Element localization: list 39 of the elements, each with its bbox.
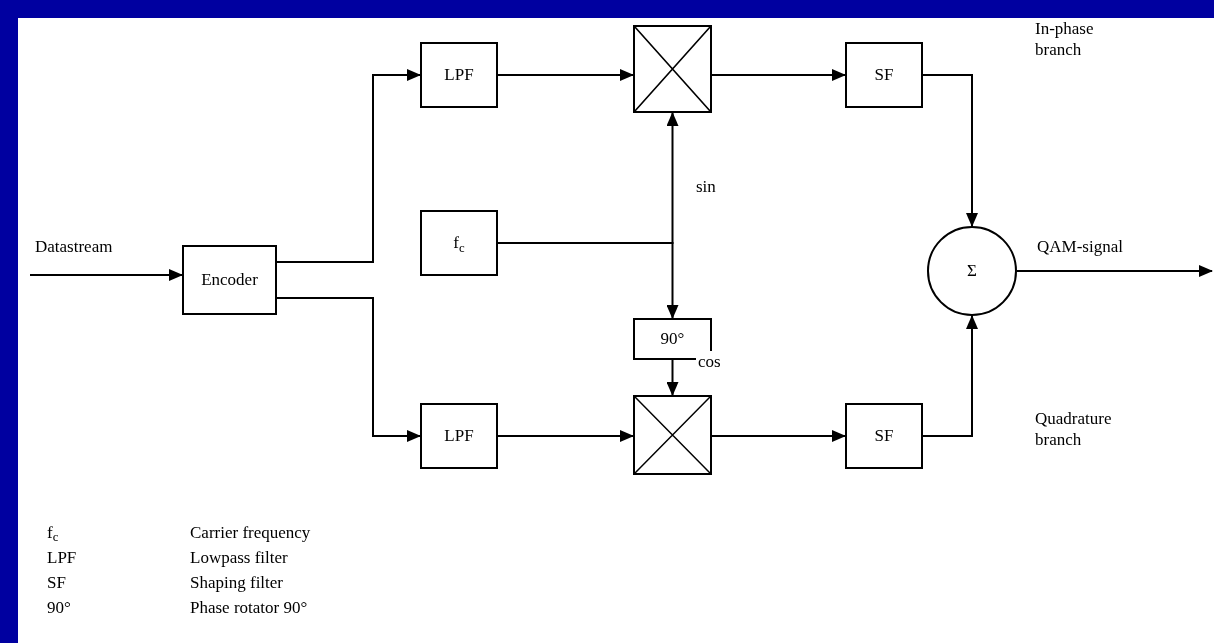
arrow (666, 359, 679, 396)
block-box (182, 245, 277, 315)
block-label: Encoder (201, 269, 258, 291)
arrow (29, 269, 183, 281)
arrow (922, 315, 978, 437)
block-box (420, 210, 498, 276)
arrow (711, 430, 846, 442)
branch-label: Quadrature branch (1035, 408, 1113, 451)
block-box (845, 42, 923, 108)
block-box (420, 42, 498, 108)
block-label: Σ (967, 260, 977, 282)
block-label: LPF (444, 425, 474, 447)
definition-text: Carrier frequency (190, 522, 312, 544)
branch-label: In-phase branch (1035, 18, 1095, 61)
block-label: f$_{c}$ (453, 232, 465, 254)
arrow (497, 242, 679, 319)
abbreviation-text: LPF (47, 547, 78, 569)
abbreviation-text: SF (47, 572, 67, 594)
arrow (276, 297, 421, 442)
block-box (845, 403, 923, 469)
block-box (633, 318, 712, 360)
definition-text: Shaping filter (190, 572, 284, 594)
definition-text: Lowpass filter (190, 547, 289, 569)
block-label: LPF (444, 64, 474, 86)
block-label: 90° (660, 328, 685, 350)
arrow (922, 74, 978, 227)
arrow (497, 430, 634, 442)
mixer-box (633, 25, 712, 113)
mixer-box (633, 395, 712, 475)
block-box (420, 403, 498, 469)
definition-text: Phase rotator 90° (190, 597, 309, 619)
abbreviation-text: f$_{c}$ (47, 522, 60, 544)
arrow (497, 69, 634, 81)
abbreviation-text: 90° (47, 597, 72, 619)
arrow (711, 69, 846, 81)
block-label: SF (874, 425, 894, 447)
arrow (1016, 265, 1213, 277)
arrow (276, 69, 421, 263)
block-label: SF (874, 64, 894, 86)
